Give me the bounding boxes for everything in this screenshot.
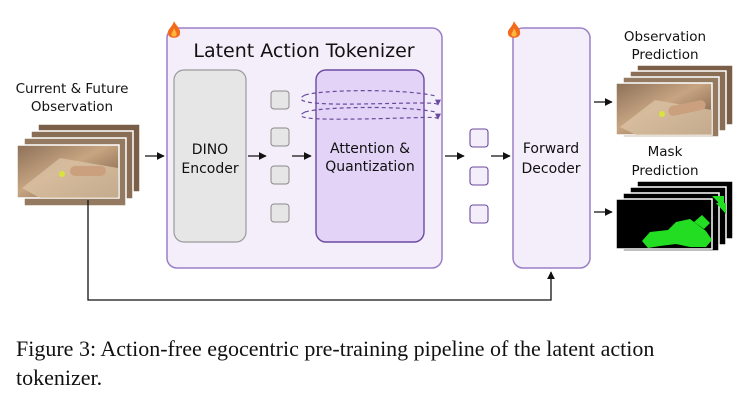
observation-prediction-image (615, 82, 713, 136)
pipeline-diagram: Current & Future Observation Latent Acti… (16, 21, 734, 301)
latent-action-token (469, 128, 489, 148)
obs-pred-label-line1: Observation (624, 29, 706, 45)
mask-pred-label-line1: Mask (648, 144, 683, 160)
input-label-line1: Current & Future (16, 81, 129, 97)
latent-action-token (469, 204, 489, 224)
visual-token-column (270, 90, 290, 223)
flame-icon (507, 21, 521, 38)
mask-pred-label-line2: Prediction (631, 163, 698, 179)
quant-label-line2: Quantization (325, 159, 414, 175)
figure-caption: Figure 3: Action-free egocentric pre-tra… (16, 336, 655, 390)
skip-connection-arrow (87, 200, 555, 301)
attention-quantization-box (315, 69, 425, 243)
decoder-label-line2: Decoder (522, 161, 581, 177)
input-observation-stack (16, 123, 141, 207)
latent-action-token-column (469, 128, 489, 224)
latent-action-token (469, 166, 489, 186)
decoder-label-line1: Forward (523, 141, 579, 157)
forward-decoder-box (512, 27, 591, 269)
observation-prediction-stack (615, 64, 734, 138)
quant-label-line1: Attention & (330, 141, 410, 157)
visual-token (270, 165, 290, 185)
dino-encoder-box (173, 69, 247, 243)
visual-token (270, 90, 290, 110)
encoder-label-line2: Encoder (181, 161, 238, 177)
input-label-line2: Observation (31, 99, 113, 115)
mask-prediction-stack (615, 180, 734, 252)
flame-icon (167, 21, 181, 38)
visual-token (270, 127, 290, 147)
visual-token (270, 203, 290, 223)
encoder-label-line1: DINO (192, 142, 228, 158)
mask-prediction-image (615, 198, 713, 250)
tokenizer-title: Latent Action Tokenizer (193, 40, 414, 62)
obs-pred-label-line2: Prediction (631, 47, 698, 63)
attention-loop-arrows (300, 90, 441, 120)
input-frame-image (16, 144, 120, 199)
